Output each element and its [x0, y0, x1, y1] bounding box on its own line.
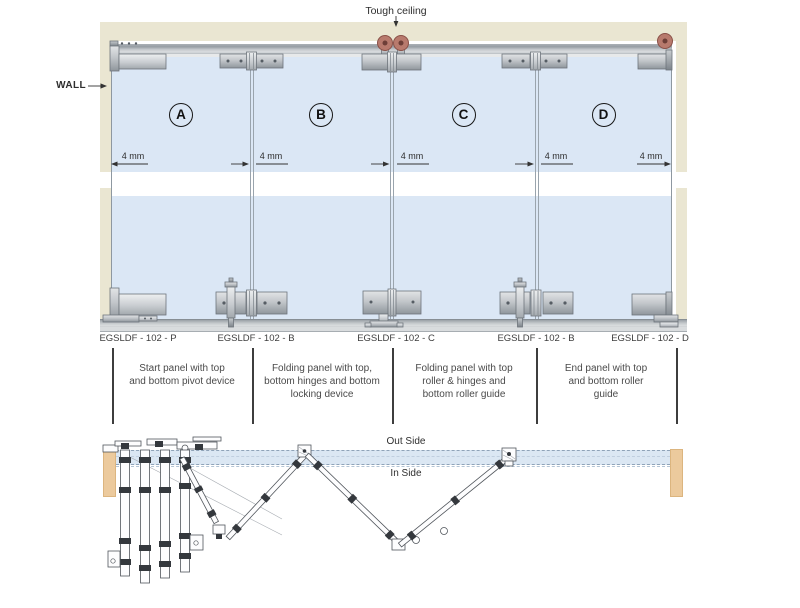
code-lock-ab: EGSLDF - 102 - B: [217, 333, 295, 344]
desc-line: and bottom roller: [568, 376, 644, 387]
desc-divider: [252, 348, 254, 424]
desc-line: roller & hinges and: [422, 376, 506, 387]
junction-ab-line: [252, 57, 254, 319]
desc-divider: [536, 348, 538, 424]
wall-label: WALL: [56, 80, 86, 91]
wall-left-mid: [100, 188, 111, 331]
wall-arrow: [88, 83, 107, 89]
plan-roller-end: [501, 447, 517, 467]
gap-dim-bc: 4 mm: [400, 151, 424, 161]
elevation-hardware-layer: [88, 16, 679, 328]
desc-line: End panel with top: [564, 363, 648, 374]
code-guide-d: EGSLDF - 102 - D: [611, 333, 689, 344]
desc-panel-a: Start panel with top and bottom pivot de…: [112, 362, 252, 388]
panel-c-badge: C: [451, 103, 476, 127]
dim-arrows: [111, 161, 671, 167]
plan-track-centerline: [116, 456, 670, 457]
panel-d-badge: D: [591, 103, 616, 127]
panel-b-badge: B: [309, 103, 333, 127]
code-hinge-bc: EGSLDF - 102 - C: [357, 333, 435, 344]
rollers-bc-top: [361, 35, 422, 73]
junction-bc-line: [393, 57, 394, 319]
inside-label: In Side: [390, 468, 422, 479]
panel-a-badge: A: [169, 103, 193, 127]
gap-dim-wall: 4 mm: [121, 151, 145, 161]
gap-dim-cd: 4 mm: [544, 151, 568, 161]
desc-line: Start panel with top: [139, 363, 225, 374]
track-carriers: [102, 436, 222, 453]
desc-panel-d: End panel with top and bottom roller gui…: [536, 362, 676, 401]
ceiling-arrow: [393, 16, 399, 27]
outside-label: Out Side: [386, 436, 426, 447]
desc-line: and bottom pivot device: [129, 376, 235, 387]
pivot-device-bottom: [102, 287, 167, 323]
tough-ceiling-label: Tough ceiling: [365, 5, 427, 17]
code-pivot: EGSLDF - 102 - P: [99, 333, 177, 344]
hinge-cd-top: [501, 51, 568, 71]
desc-panel-b: Folding panel with top, bottom hinges an…: [252, 362, 392, 401]
wall-post-right: [670, 449, 683, 497]
glass-panels-top-view: [111, 57, 672, 172]
lock-device-ab-bottom: [215, 277, 288, 328]
plan-floor-guide: [212, 524, 226, 539]
glass-edge-right: [671, 50, 672, 319]
lock-device-cd-bottom: [499, 277, 574, 328]
desc-line: locking device: [290, 389, 354, 400]
junction-cd-line: [534, 57, 536, 319]
pivot-device-top: [109, 40, 167, 72]
desc-divider: [112, 348, 114, 424]
junction-ab-line: [249, 57, 251, 319]
gap-dim-ab: 4 mm: [259, 151, 283, 161]
desc-divider: [676, 348, 678, 424]
plan-panel-up-2: [397, 453, 513, 548]
junction-bc-line: [390, 57, 391, 319]
hinge-ab-top: [219, 51, 284, 71]
wall-left-top: [100, 41, 111, 172]
roller-guide-d-bottom: [631, 291, 679, 328]
desc-line: bottom hinges and bottom: [264, 376, 380, 387]
junction-cd-line: [537, 57, 539, 319]
wall-right-top: [676, 41, 687, 172]
hinge-bc-bottom: [362, 288, 422, 328]
plan-panel-down-2: [304, 452, 403, 547]
gap-dim-end: 4 mm: [639, 151, 663, 161]
plan-panel-opening: [179, 456, 220, 525]
code-lock-cd: EGSLDF - 102 - B: [497, 333, 575, 344]
desc-line: Folding panel with top: [415, 363, 513, 374]
desc-line: Folding panel with top,: [271, 363, 373, 374]
plan-track-outer-dash: [116, 466, 670, 467]
desc-divider: [392, 348, 394, 424]
desc-line: bottom roller guide: [422, 389, 506, 400]
plan-view-door-artwork: [102, 436, 517, 584]
plan-track: [116, 450, 670, 465]
desc-line: guide: [593, 389, 619, 400]
plan-panel-up-1: [225, 452, 309, 541]
folded-panel-stack: [107, 449, 204, 584]
roller-d-top: [637, 33, 673, 71]
glass-edge-left: [111, 57, 112, 319]
floor-rail-lip: [100, 327, 687, 332]
wall-right-mid: [676, 188, 687, 331]
ceiling-beam: [100, 22, 687, 41]
desc-panel-c: Folding panel with top roller & hinges a…: [392, 362, 536, 401]
